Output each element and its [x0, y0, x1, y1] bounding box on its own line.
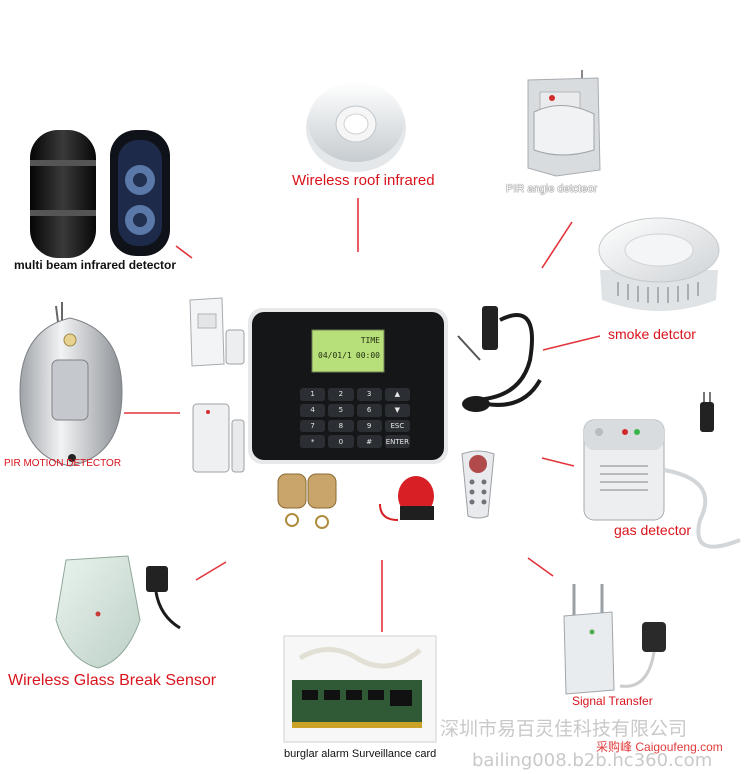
label-roof-infrared: Wireless roof infrared: [292, 172, 435, 189]
power-adapter-image: [457, 306, 542, 412]
label-glass-break: Wireless Glass Break Sensor: [8, 672, 217, 689]
connector-gas: [541, 457, 575, 467]
connector-smoke: [542, 335, 601, 351]
watermark-company: 深圳市易百灵佳科技有限公司: [440, 718, 688, 740]
label-signal-transfer: Signal Transfer: [572, 694, 653, 708]
siren-image: [379, 476, 434, 521]
signal-transfer-image: [563, 584, 666, 695]
glass-break-image: [55, 555, 181, 669]
watermark-site-cn: 采购峰: [596, 740, 633, 754]
panel-key: 3: [356, 388, 382, 401]
label-surveillance-card: burglar alarm Surveillance card: [284, 748, 437, 760]
panel-key: ESC: [384, 419, 410, 433]
panel-key: ▼: [384, 403, 410, 417]
watermark-site-url: Caigoufeng.com: [635, 740, 723, 754]
multi-beam-detector-image: [30, 130, 170, 258]
connector-signal: [527, 557, 554, 577]
roof-infrared-image: [306, 82, 406, 172]
handheld-remote-image: [461, 450, 495, 519]
panel-key: #: [356, 435, 382, 448]
panel-lcd-text: TIME 04/01/1 00:00: [318, 336, 380, 366]
pir-motion-image: [19, 302, 123, 467]
label-pir-motion: PIR MOTION DETECTOR: [4, 458, 122, 469]
connector-lines: [124, 198, 601, 632]
connector-glass: [195, 561, 227, 581]
panel-key: 0: [328, 435, 354, 448]
connector-pir-angle: [541, 221, 573, 269]
connector-multibeam: [175, 245, 193, 259]
panel-key: 2: [328, 388, 354, 401]
panel-key: 4: [300, 403, 326, 417]
watermark-url: bailing008.b2b.hc360.com: [472, 750, 713, 771]
panel-key: 6: [356, 403, 382, 417]
panel-key: 1: [300, 388, 326, 401]
lcd-time-label: TIME: [360, 336, 380, 345]
label-multi-beam: multi beam infrared detector: [14, 258, 177, 272]
lcd-clock: 00:00: [355, 351, 380, 360]
panel-key: 9: [356, 419, 382, 433]
surveillance-card-image: [283, 635, 437, 743]
lcd-date: 04/01/1: [318, 351, 352, 360]
door-sensor-image: [189, 297, 245, 473]
panel-key: 7: [300, 419, 326, 433]
label-gas: gas detector: [614, 522, 692, 538]
panel-key: 5: [328, 403, 354, 417]
watermark-site: 采购峰 Caigoufeng.com: [596, 738, 723, 755]
panel-key: 8: [328, 419, 354, 433]
panel-key: *: [300, 435, 326, 448]
smoke-detector-image: [598, 217, 720, 311]
remote-keys-image: [277, 473, 337, 529]
panel-key: ENTER: [384, 435, 410, 448]
panel-key: ▲: [384, 388, 410, 401]
label-pir-angle: PIR angle detcteor: [506, 183, 598, 195]
label-smoke: smoke detctor: [608, 326, 696, 342]
pir-angle-image: [527, 70, 601, 177]
gas-detector-image: [583, 392, 741, 549]
